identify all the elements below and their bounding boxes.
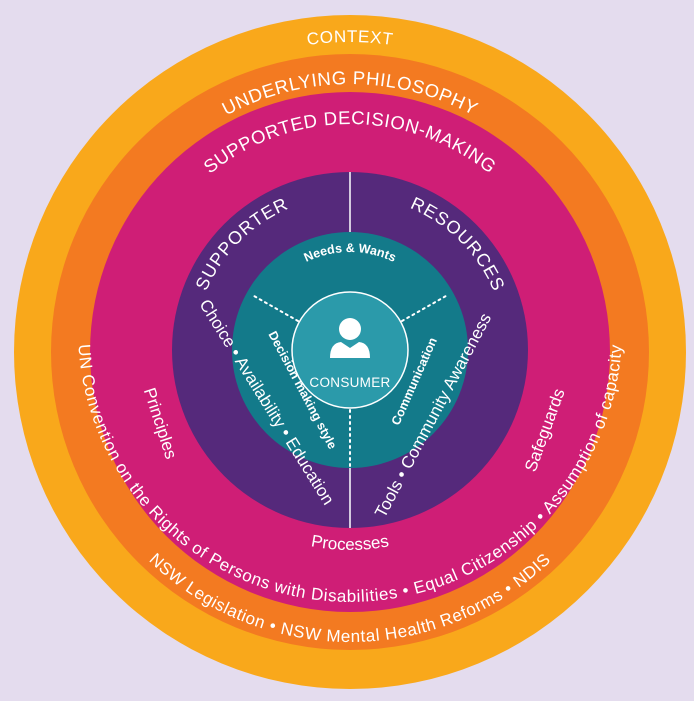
consumer-label: CONSUMER [309,375,390,390]
processes-label: Processes [310,531,390,554]
person-icon [330,318,370,358]
core-divider-left [253,295,299,322]
core-divider-right [401,295,447,322]
context-title: CONTEXT [306,27,395,49]
